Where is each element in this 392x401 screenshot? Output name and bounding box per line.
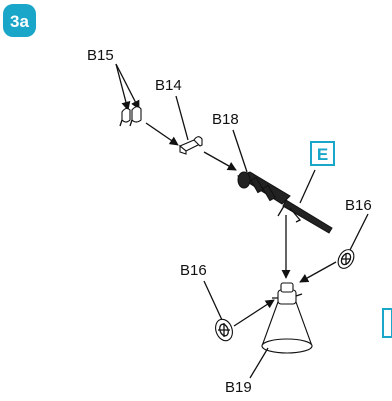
arrow-b15-to-b14 xyxy=(145,122,179,146)
part-b16-right xyxy=(337,249,355,269)
leader-e xyxy=(299,169,316,204)
callout-e: E xyxy=(310,141,335,166)
leader-b18 xyxy=(232,129,248,173)
leader-b16-right xyxy=(349,213,369,251)
arrow-b16-right xyxy=(299,261,337,283)
label-b16-left: B16 xyxy=(180,262,207,279)
part-b18 xyxy=(236,171,333,234)
callout-e-label: E xyxy=(317,145,328,164)
leader-b15-a xyxy=(115,63,131,111)
arrow-b14-to-b18 xyxy=(203,151,237,171)
cropped-callout-edge xyxy=(382,308,392,338)
part-b19 xyxy=(261,282,313,354)
arrow-b16-left xyxy=(233,299,275,327)
label-b14: B14 xyxy=(155,77,182,94)
step-label: 3a xyxy=(10,12,29,31)
leader-b14 xyxy=(175,95,189,141)
leader-b16-left xyxy=(203,280,223,321)
step-badge: 3a xyxy=(3,4,36,37)
label-b19: B19 xyxy=(225,379,252,396)
label-b18: B18 xyxy=(212,111,239,128)
label-b16-right: B16 xyxy=(345,197,372,214)
leader-b19 xyxy=(249,347,269,379)
label-b15: B15 xyxy=(87,47,114,64)
part-b15 xyxy=(119,106,142,127)
leader-b15-b xyxy=(115,63,140,110)
part-b14 xyxy=(178,136,203,155)
part-b16-left xyxy=(215,318,233,342)
